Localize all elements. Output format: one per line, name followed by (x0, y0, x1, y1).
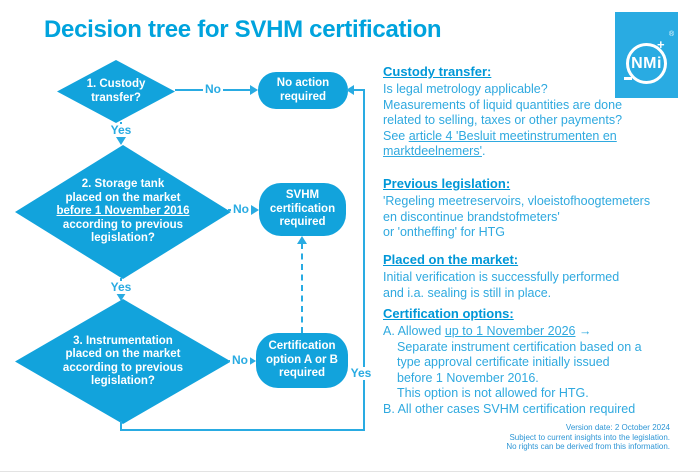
result-text-line: required (279, 216, 326, 229)
option-a-prefix: A. Allowed (383, 324, 445, 338)
decision-custody-transfer: 1. Custody transfer? (57, 60, 175, 123)
version-disclaimer: Version date: 2 October 2024 Subject to … (506, 423, 670, 452)
result-text-line: SVHM (285, 189, 320, 202)
decision-text-line: transfer? (91, 91, 141, 104)
connector-dashed-option-to-svhm (301, 243, 303, 333)
disclaimer-line: Subject to current insights into the leg… (509, 432, 670, 442)
edge-label-yes-3: Yes (348, 366, 374, 380)
version-date: Version date: 2 October 2024 (565, 423, 670, 432)
decision-text-line: placed on the market (65, 191, 181, 204)
disclaimer-line: No rights can be derived from this infor… (506, 442, 670, 451)
section-placed-on-market: Placed on the market: Initial verificati… (383, 252, 683, 301)
edge-label-yes-2: Yes (108, 280, 134, 294)
result-text-line: required (279, 90, 326, 103)
arrow-right-icon (251, 205, 259, 215)
section-text-line: Separate instrument certification based … (397, 339, 642, 354)
option-b-line: B. All other cases SVHM certification re… (383, 401, 636, 416)
arrow-down-icon (116, 293, 126, 301)
section-certification-options: Certification options: A. Allowed up to … (383, 306, 683, 417)
result-svhm-certification-required: SVHM certification required (259, 183, 346, 236)
decision-text-line: legislation? (91, 375, 155, 387)
decision-text-line: according to previous (62, 218, 184, 231)
section-text-line: Is legal metrology applicable? (383, 82, 548, 96)
section-heading: Placed on the market: (383, 252, 519, 267)
decision-text-line: legislation? (91, 232, 155, 245)
result-text-line: option A or B (266, 353, 338, 366)
link-prefix: See (383, 128, 409, 143)
section-heading: Custody transfer: (383, 64, 492, 79)
connector-d3-yes-down (120, 421, 122, 431)
section-text-line: en discontinue brandstofmeters' (383, 209, 560, 224)
section-text-line: This option is not allowed for HTG. (397, 386, 589, 400)
decision-text-line: according to previous (62, 361, 184, 374)
section-heading: Previous legislation: (383, 176, 511, 191)
arrow-left-icon (346, 85, 354, 95)
edge-label-no-2: No (231, 202, 251, 216)
article-4-link-continued[interactable]: marktdeelnemers' (383, 144, 482, 158)
section-text-line: See article 4 'Besluit meetinstrumenten … (383, 129, 683, 145)
nmi-logo-text: NMi (631, 55, 662, 72)
result-no-action-required: No action required (258, 72, 348, 109)
decision-text-line: 1. Custody (86, 78, 146, 90)
decision-instrumentation: 3. Instrumentation placed on the market … (15, 299, 231, 424)
section-previous-legislation: Previous legislation: 'Regeling meetrese… (383, 176, 683, 241)
decision-text-line: placed on the market (65, 348, 181, 360)
section-text-line: before 1 November 2016. (397, 370, 539, 385)
option-a-line: A. Allowed up to 1 November 2026 → (383, 324, 683, 340)
section-text-line: Measurements of liquid quantities are do… (383, 97, 623, 112)
edge-label-yes-1: Yes (108, 123, 134, 137)
arrow-up-icon (297, 236, 307, 244)
link-suffix: . (481, 144, 486, 158)
section-text-line: or 'ontheffing' for HTG (383, 225, 505, 239)
arrow-right-icon (250, 85, 258, 95)
registered-trademark-icon: ® (669, 31, 675, 38)
section-custody-transfer: Custody transfer: Is legal metrology app… (383, 64, 683, 160)
result-text-line: Certification (268, 340, 336, 353)
section-text-line: type approval certificate initially issu… (397, 355, 610, 369)
connector-yes-top (354, 89, 365, 91)
section-text-line: marktdeelnemers'. (383, 144, 683, 160)
nmi-logo-circle (626, 43, 667, 84)
section-heading: Certification options: (383, 306, 514, 321)
article-4-link[interactable]: article 4 'Besluit meetinstrumenten en (408, 128, 617, 143)
decision-text-line: 3. Instrumentation (73, 334, 173, 347)
edge-label-no-3: No (230, 353, 250, 367)
decision-storage-tank: 2. Storage tank placed on the market bef… (15, 145, 231, 279)
result-text-line: No action (276, 77, 330, 89)
arrow-down-icon (116, 137, 126, 145)
section-text-line: Initial verification is successfully per… (383, 270, 620, 284)
arrow-right-icon (248, 356, 256, 366)
decision-text-line-underlined: before 1 November 2016 (56, 205, 190, 218)
decision-text-line: 2. Storage tank (81, 178, 165, 191)
result-text-line: required (278, 367, 325, 380)
nmi-logo: NMi + ® (615, 12, 678, 98)
result-certification-option-a-b: Certification option A or B required (256, 333, 348, 388)
plus-icon: + (657, 37, 665, 52)
connector-yes-right (363, 90, 365, 431)
section-text-line: related to selling, taxes or other payme… (383, 113, 623, 127)
section-text-line: and i.a. sealing is still in place. (383, 285, 552, 300)
edge-label-no-1: No (203, 82, 223, 96)
option-a-deadline: up to 1 November 2026 (444, 324, 576, 338)
connector-yes-bottom (120, 429, 365, 431)
nmi-logo-underline (624, 77, 632, 80)
option-a-arrow: → (575, 324, 592, 338)
section-text-line: 'Regeling meetreservoirs, vloeistofhoogt… (383, 194, 651, 208)
page-title: Decision tree for SVHM certification (44, 16, 442, 43)
result-text-line: certification (269, 202, 336, 215)
